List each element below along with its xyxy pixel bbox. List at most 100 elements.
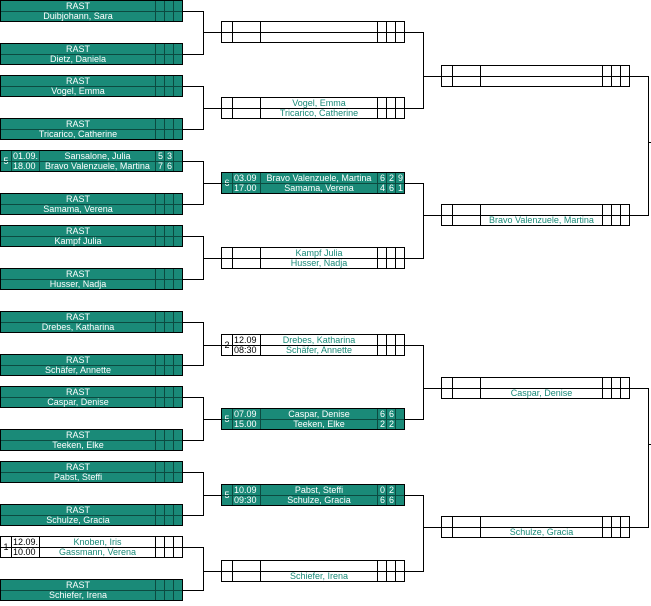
row-divider [1, 76, 182, 87]
player-top[interactable]: RAST [65, 194, 90, 204]
match-box[interactable] [441, 65, 630, 87]
player-bottom[interactable]: Schulze, Gracia [46, 515, 110, 525]
bracket-connector [203, 108, 221, 109]
player-top[interactable] [261, 22, 377, 32]
player-top[interactable] [481, 205, 602, 215]
player-top[interactable]: RAST [65, 580, 90, 590]
row-divider [222, 248, 404, 259]
bracket-connector [423, 183, 424, 259]
player-bottom[interactable]: Husser, Nadja [49, 279, 107, 289]
match-box[interactable]: Caspar, Denise [441, 377, 630, 399]
set-score: 3 [166, 151, 172, 161]
set-score: 6 [379, 495, 385, 505]
bracket-connector [405, 571, 423, 572]
player-top[interactable]: RAST [65, 505, 90, 515]
player-top[interactable]: RAST [65, 1, 90, 11]
player-bottom[interactable]: Schiefer, Irena [289, 571, 349, 581]
player-top[interactable]: RAST [65, 226, 90, 236]
player-top[interactable]: RAST [65, 430, 90, 440]
player-top[interactable]: Bravo Valenzuele, Martina [266, 173, 372, 183]
match-box[interactable]: Bravo Valenzuele, Martina [441, 204, 630, 226]
player-bottom[interactable]: Samama, Verena [284, 183, 354, 193]
match-box[interactable] [221, 21, 405, 43]
player-top[interactable] [481, 66, 602, 76]
player-bottom[interactable]: Schäfer, Annette [44, 365, 112, 375]
player-bottom[interactable]: Schiefer, Irena [48, 590, 108, 600]
player-bottom[interactable]: Samama, Verena [43, 204, 113, 214]
player-top[interactable]: RAST [65, 119, 90, 129]
bracket-connector [203, 345, 221, 346]
player-bottom[interactable]: Tricarico, Catherine [279, 108, 359, 118]
bracket-connector [183, 204, 203, 205]
bracket-connector [423, 495, 424, 572]
row-divider [1, 269, 182, 280]
player-top[interactable]: Sansalone, Julia [64, 151, 131, 161]
bracket-connector [405, 495, 423, 496]
player-top[interactable]: RAST [65, 312, 90, 322]
player-bottom[interactable]: Duibjohann, Sara [43, 11, 113, 21]
match-box[interactable]: Schulze, Gracia [441, 516, 630, 538]
player-bottom[interactable]: Teeken, Elke [52, 440, 104, 450]
player-bottom[interactable]: Schulze, Gracia [509, 527, 574, 537]
player-bottom[interactable] [261, 32, 377, 42]
player-bottom[interactable]: Gassmann, Verena [58, 547, 137, 557]
player-top[interactable]: Drebes, Katharina [282, 335, 356, 345]
player-top[interactable]: RAST [65, 462, 90, 472]
player-top[interactable]: RAST [65, 387, 90, 397]
player-bottom[interactable]: Schäfer, Annette [285, 345, 353, 355]
match-date: 12.09 [234, 335, 257, 345]
player-bottom[interactable]: Pabst, Steffi [53, 472, 103, 482]
player-top[interactable]: Knoben, Iris [73, 537, 122, 547]
bracket-connector [183, 11, 203, 12]
set-score: 7 [157, 161, 163, 171]
player-top[interactable]: RAST [65, 44, 90, 54]
player-top[interactable]: RAST [65, 269, 90, 279]
player-top[interactable]: RAST [65, 355, 90, 365]
player-top[interactable]: Caspar, Denise [288, 409, 350, 419]
player-bottom[interactable]: Bravo Valenzuele, Martina [45, 161, 150, 171]
player-top[interactable]: RAST [65, 76, 90, 86]
player-bottom[interactable]: Kampf Julia [54, 236, 102, 246]
player-bottom[interactable]: Bravo Valenzuele, Martina [489, 215, 594, 225]
player-top[interactable]: Pabst, Steffi [294, 485, 344, 495]
player-bottom[interactable] [481, 76, 602, 86]
player-bottom[interactable]: Schulze, Gracia [287, 495, 351, 505]
player-bottom[interactable]: Vogel, Emma [51, 86, 105, 96]
player-bottom[interactable]: Husser, Nadja [290, 258, 348, 268]
player-top[interactable]: Kampf Julia [295, 248, 343, 258]
player-top[interactable] [481, 378, 602, 388]
player-bottom[interactable]: Teeken, Elke [293, 419, 345, 429]
player-top[interactable]: Vogel, Emma [292, 98, 346, 108]
player-bottom[interactable]: Drebes, Katharina [41, 322, 115, 332]
player-bottom[interactable]: Caspar, Denise [510, 388, 573, 398]
bracket-connector [405, 32, 423, 33]
match-box[interactable]: Schiefer, Irena [221, 560, 405, 582]
player-bottom[interactable]: Dietz, Daniela [49, 54, 107, 64]
player-bottom[interactable]: Caspar, Denise [47, 397, 109, 407]
player-top[interactable] [261, 561, 377, 571]
player-top[interactable] [481, 517, 602, 527]
player-bottom[interactable]: Tricarico, Catherine [38, 129, 118, 139]
